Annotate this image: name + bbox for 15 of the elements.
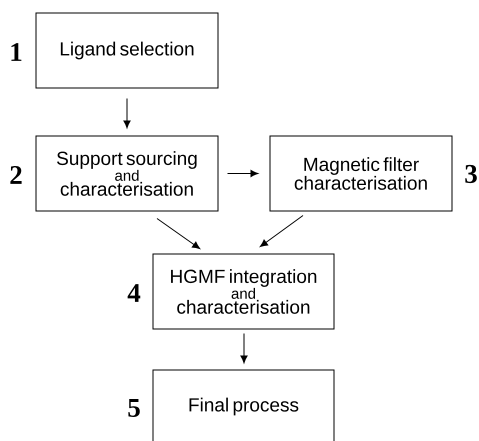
step-number: 2 [10,166,22,184]
process-box: HGMF integration and characterisation [152,254,334,330]
process-box: Magnetic filter characterisation [270,136,452,212]
process-box: Final process [152,370,334,441]
step-number: 4 [128,284,140,302]
step-number: 5 [128,399,140,417]
arrow [156,218,200,249]
step-number: 3 [465,164,477,184]
arrow [123,98,131,128]
arrow [240,333,248,364]
arrow [260,215,304,247]
step-number: 1 [11,43,22,61]
arrow [227,170,258,178]
process-box: Ligand selection [36,12,218,88]
process-box: Support sourcing and characterisation [36,136,218,212]
